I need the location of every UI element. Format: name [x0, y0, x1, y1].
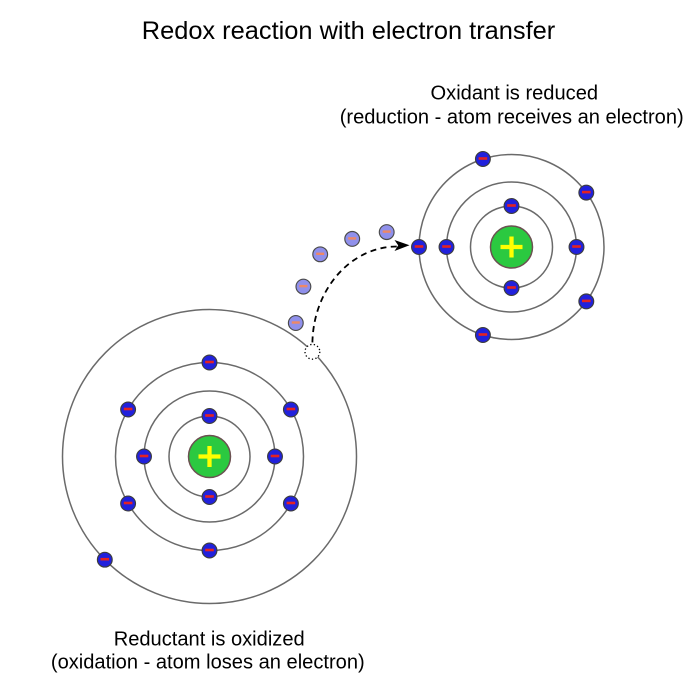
svg-text:Redox reaction with electron t: Redox reaction with electron transfer — [142, 17, 556, 45]
svg-text:(oxidation - atom loses an ele: (oxidation - atom loses an electron) — [51, 652, 365, 674]
svg-text:Reductant is oxidized: Reductant is oxidized — [114, 628, 305, 650]
svg-text:Oxidant is reduced: Oxidant is reduced — [431, 83, 599, 105]
svg-text:(reduction - atom receives an: (reduction - atom receives an electron) — [340, 107, 684, 129]
